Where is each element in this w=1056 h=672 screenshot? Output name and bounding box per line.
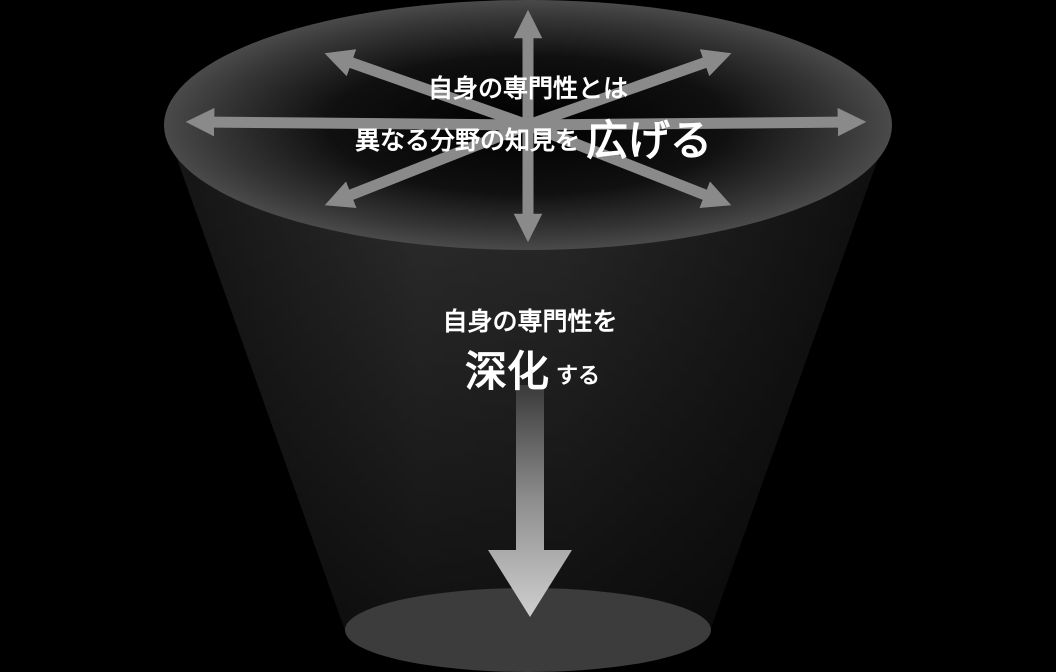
arrow-down-left-icon <box>324 119 531 209</box>
deepen-arrow-icon <box>488 385 572 617</box>
top-text-line2-prefix: 異なる分野の知見を <box>355 126 580 155</box>
top-text-line1: 自身の専門性とは <box>428 74 628 103</box>
expansion-arrows <box>185 9 867 243</box>
arrow-up-left-icon <box>324 49 530 131</box>
arrow-left-icon <box>185 107 529 137</box>
arrow-down-right-icon <box>525 119 732 209</box>
arrow-up-right-icon <box>526 49 732 131</box>
arrow-right-icon <box>527 107 867 137</box>
top-text-line2-emphasis: 広げる <box>586 116 712 165</box>
funnel-bottom <box>345 588 711 672</box>
funnel-body-shade <box>165 125 890 630</box>
middle-text-line2-suffix: する <box>556 364 600 389</box>
middle-text-line2-emphasis: 深化 <box>465 347 549 396</box>
middle-text-line1: 自身の専門性を <box>442 307 617 336</box>
